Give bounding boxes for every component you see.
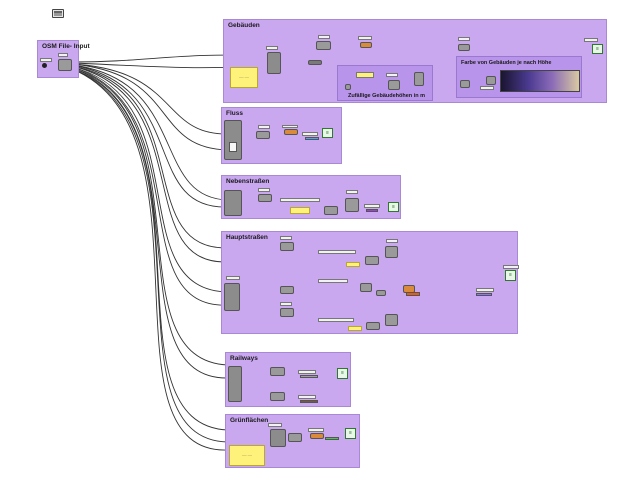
main-streets-color-swatch[interactable]: [476, 293, 492, 296]
railways-output-node[interactable]: ≡: [337, 368, 348, 379]
main-streets-curve-c-label: [280, 302, 292, 306]
gradient-component[interactable]: [500, 70, 580, 92]
main-streets-output-label: [503, 265, 519, 269]
buildings-filter-label: [266, 46, 278, 50]
side-streets-curve-component[interactable]: [258, 194, 272, 202]
river-filter-component[interactable]: [224, 120, 242, 160]
side-streets-output-node[interactable]: ≡: [388, 202, 399, 212]
side-streets-surface-label: [346, 190, 358, 194]
river-output-node[interactable]: ≡: [322, 128, 333, 138]
main-streets-filter-component[interactable]: [224, 283, 240, 311]
color-remap-component[interactable]: [486, 76, 496, 85]
river-color-label: [302, 132, 318, 136]
main-streets-offset-a-label: [318, 250, 356, 254]
buildings-panel[interactable]: ·········: [230, 67, 258, 88]
side-streets-curve-label: [258, 188, 270, 192]
subgroup-title-random-heights: Zufällige Gebäudehöhen in m: [348, 93, 426, 99]
green-areas-geometry-label: [308, 428, 324, 432]
side-streets-surface-component[interactable]: [345, 198, 359, 212]
buildings-extrude-label: [318, 35, 330, 39]
group-title-buildings: Gebäuden: [228, 22, 260, 29]
main-streets-color-swatch-b[interactable]: [406, 292, 420, 296]
height-seed-component[interactable]: [345, 84, 351, 90]
buildings-geometry-component[interactable]: [360, 42, 372, 48]
main-streets-surface-a[interactable]: [385, 246, 398, 258]
file-path-param-icon[interactable]: [42, 63, 47, 68]
green-areas-filter-component[interactable]: [270, 429, 286, 447]
green-areas-panel[interactable]: ·········: [229, 445, 265, 466]
river-geometry-component[interactable]: [284, 129, 298, 135]
buildings-extrude-component[interactable]: [316, 41, 331, 50]
side-streets-offset-component[interactable]: [324, 206, 338, 215]
color-bounds-component[interactable]: [460, 80, 470, 88]
railways-color-swatch-a[interactable]: [300, 375, 318, 378]
buildings-preview-label: [458, 37, 470, 41]
side-streets-color-label: [364, 204, 380, 208]
main-streets-output-node[interactable]: ≡: [505, 270, 516, 281]
group-title-osm-input: OSM File- Input: [42, 43, 90, 50]
river-file-icon: [229, 142, 237, 152]
main-streets-width-a-panel[interactable]: [346, 262, 360, 267]
main-wires: [71, 54, 269, 451]
height-range-slider[interactable]: [356, 72, 374, 78]
buildings-preview-component[interactable]: [458, 44, 470, 51]
buildings-output-node[interactable]: ≡: [592, 44, 603, 54]
side-streets-width-panel[interactable]: [290, 207, 310, 214]
river-curve-label: [258, 125, 270, 129]
buildings-filter-component[interactable]: [267, 52, 281, 74]
green-areas-surface-component[interactable]: [288, 433, 302, 442]
file-path-label: [40, 58, 52, 62]
group-side-streets[interactable]: Nebenstraßen: [221, 175, 401, 219]
main-streets-color-label: [476, 288, 494, 292]
green-areas-output-node[interactable]: ≡: [345, 428, 356, 439]
main-streets-curve-a-label: [280, 236, 292, 240]
main-streets-surface-c[interactable]: [385, 314, 398, 326]
color-remap-label: [480, 86, 494, 90]
main-streets-width-c-panel[interactable]: [348, 326, 362, 331]
main-streets-curve-a[interactable]: [280, 242, 294, 251]
group-title-side-streets: Nebenstraßen: [226, 178, 270, 185]
river-curve-component[interactable]: [256, 131, 270, 139]
railways-curve-b[interactable]: [270, 392, 285, 401]
grasshopper-window-icon[interactable]: [52, 9, 64, 18]
group-title-river: Fluss: [226, 110, 243, 117]
green-areas-color-swatch[interactable]: [325, 437, 339, 440]
main-streets-offset-c[interactable]: [366, 322, 380, 330]
railways-curve-a[interactable]: [270, 367, 285, 376]
side-streets-offset-label: [280, 198, 320, 202]
railways-offset-label-a: [298, 370, 316, 374]
railways-filter-component[interactable]: [228, 366, 242, 402]
railways-offset-label-b: [298, 395, 316, 399]
buildings-output-label: [584, 38, 598, 42]
group-title-green-areas: Grünflächen: [230, 417, 269, 424]
osm-import-label: [58, 53, 68, 57]
green-areas-filter-label: [268, 423, 282, 427]
railways-color-swatch-b[interactable]: [300, 400, 318, 403]
buildings-geometry-label: [358, 36, 372, 40]
height-output-component[interactable]: [414, 72, 424, 86]
side-streets-filter-component[interactable]: [224, 190, 242, 216]
group-main-streets[interactable]: Hauptstraßen: [221, 231, 518, 334]
random-label: [386, 73, 398, 77]
buildings-list-component[interactable]: [308, 60, 322, 65]
main-streets-offset-b-label: [318, 279, 348, 283]
group-title-main-streets: Hauptstraßen: [226, 234, 268, 241]
main-streets-filter-label: [226, 276, 240, 280]
main-streets-offset-b[interactable]: [360, 283, 372, 292]
main-streets-curve-c[interactable]: [280, 308, 294, 317]
river-geometry-label: [282, 125, 298, 128]
subgroup-title-color-by-height: Farbe von Gebäuden je nach Höhe: [461, 60, 552, 66]
osm-import-component[interactable]: [58, 59, 72, 71]
river-color-swatch[interactable]: [305, 137, 319, 140]
main-streets-offset-c-label: [318, 318, 354, 322]
main-streets-curve-b[interactable]: [280, 286, 294, 294]
random-component[interactable]: [388, 80, 400, 90]
main-streets-surface-a-label: [386, 239, 398, 243]
side-streets-color-swatch[interactable]: [366, 209, 378, 212]
group-title-railways: Railways: [230, 355, 258, 362]
main-streets-join-b[interactable]: [376, 290, 386, 296]
green-areas-geometry-component[interactable]: [310, 433, 324, 439]
group-railways[interactable]: Railways: [225, 352, 351, 407]
main-streets-offset-a[interactable]: [365, 256, 379, 265]
